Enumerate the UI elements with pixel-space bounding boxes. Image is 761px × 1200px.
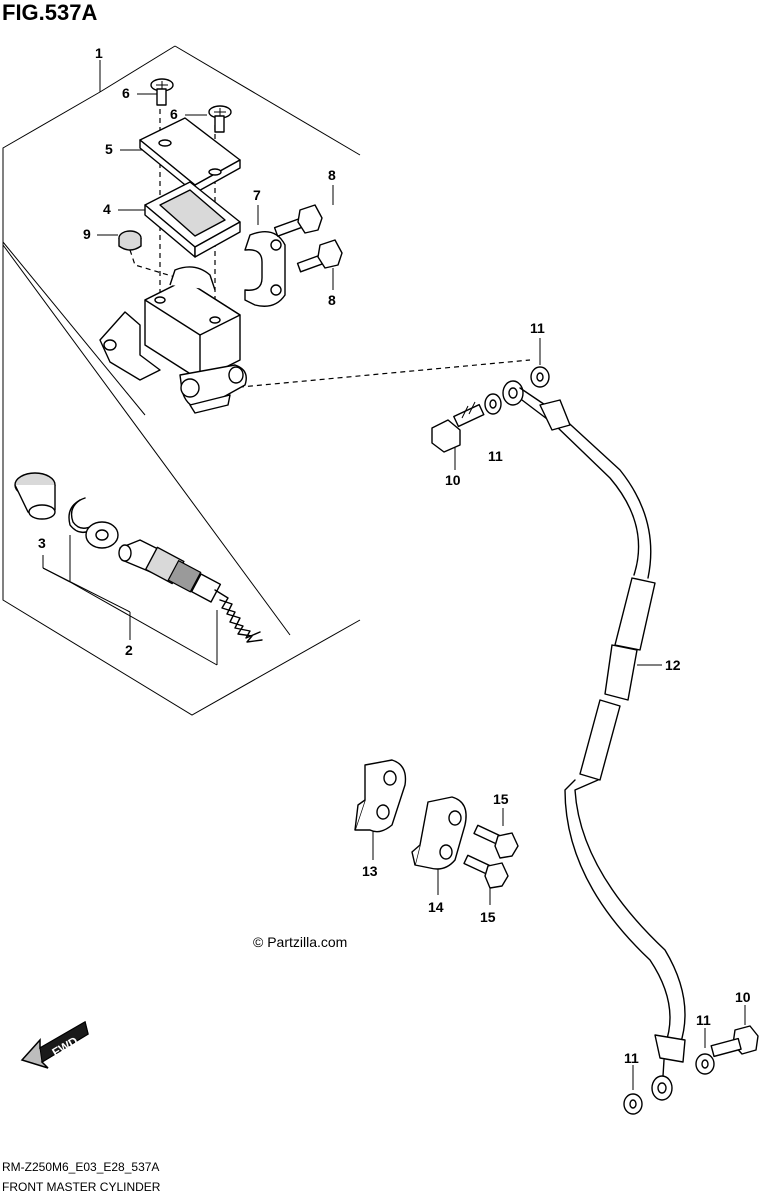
reservoir-cap	[139, 117, 241, 194]
callout-15a: 15	[493, 791, 509, 807]
callout-11a: 11	[530, 320, 545, 336]
piston-washer	[85, 521, 119, 549]
clamp-7	[244, 231, 286, 307]
figure-code: RM-Z250M6_E03_E28_537A	[2, 1160, 160, 1174]
callout-8b: 8	[328, 292, 336, 308]
hose-guide-13	[354, 759, 407, 833]
banjo-bolt-10b	[710, 1025, 759, 1058]
piston-assembly-2	[118, 539, 263, 643]
cap-plug-9	[118, 230, 142, 251]
guide-bolt-15b	[463, 854, 509, 889]
callout-7: 7	[253, 187, 261, 203]
figure-name: FRONT MASTER CYLINDER	[2, 1180, 161, 1194]
callout-2: 2	[125, 642, 133, 658]
screw-6a	[150, 78, 174, 106]
callout-13: 13	[362, 863, 378, 879]
guide-bolt-15a	[473, 824, 519, 859]
callout-12: 12	[665, 657, 681, 673]
callout-15b: 15	[480, 909, 496, 925]
screw-6b	[208, 105, 232, 133]
fwd-arrow-icon: FWD	[20, 1020, 89, 1069]
brake-hose-12	[502, 380, 686, 1101]
leader-lines	[42, 60, 746, 1090]
callout-5: 5	[105, 141, 113, 157]
dust-boot-3	[14, 472, 56, 520]
master-cylinder-body	[99, 266, 247, 414]
callout-4: 4	[103, 201, 111, 217]
callout-10a: 10	[445, 472, 461, 488]
washer-11d	[623, 1093, 643, 1115]
callout-1: 1	[95, 45, 103, 61]
figure-title: FIG.537A	[2, 0, 98, 25]
banjo-bolt-10a	[431, 401, 485, 453]
assembly-outline	[2, 45, 361, 716]
copyright-notice: © Partzilla.com	[253, 934, 348, 950]
callout-10b: 10	[735, 989, 751, 1005]
clamp-bolt-8b	[296, 239, 343, 273]
callout-9: 9	[83, 226, 91, 242]
clamp-bolt-8a	[273, 204, 323, 237]
callout-labels: 1 2 3 4 5 6 6 7 8 8 9 10 10 11 11 11 11 …	[38, 45, 751, 1066]
reservoir-diaphragm	[144, 181, 241, 258]
callout-8a: 8	[328, 167, 336, 183]
washer-11b	[530, 366, 550, 388]
callout-11c: 11	[696, 1012, 711, 1028]
washer-11a	[484, 393, 502, 415]
callout-11b: 11	[488, 448, 503, 464]
callout-6a: 6	[122, 85, 130, 101]
callout-11d: 11	[624, 1050, 639, 1066]
callout-3: 3	[38, 535, 46, 551]
callout-6b: 6	[170, 106, 178, 122]
hose-guide-14	[411, 796, 467, 870]
callout-14: 14	[428, 899, 444, 915]
washer-11c	[695, 1053, 715, 1075]
